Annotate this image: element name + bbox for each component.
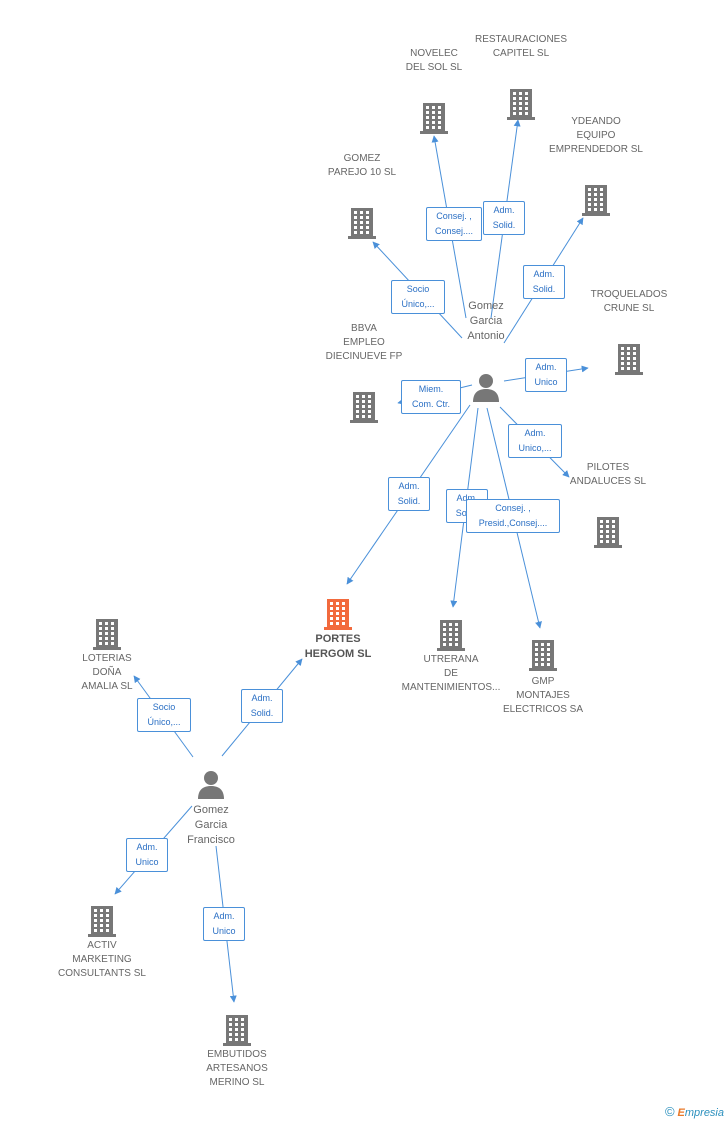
building-icon: [593, 514, 623, 553]
edge-label-francisco-embutidos[interactable]: Adm. Unico: [203, 907, 245, 941]
building-icon: [92, 616, 122, 655]
edge-label-francisco-portes[interactable]: Adm. Solid.: [241, 689, 283, 723]
edge-label-francisco-loterias[interactable]: Socio Único,...: [137, 698, 191, 732]
footer-brand: ©Empresia: [665, 1104, 724, 1119]
company-node-loterias[interactable]: LOTERIAS DOÑA AMALIA SL: [42, 615, 172, 692]
node-label: PILOTES ANDALUCES SL: [569, 462, 647, 487]
company-node-activ[interactable]: ACTIV MARKETING CONSULTANTS SL: [37, 902, 167, 979]
edge-label-antonio-ydeando[interactable]: Adm. Solid.: [523, 265, 565, 299]
company-node-embutidos[interactable]: EMBUTIDOS ARTESANOS MERINO SL: [172, 1011, 302, 1088]
building-icon: [436, 617, 466, 656]
node-label: RESTAURACIONES CAPITEL SL: [474, 34, 568, 59]
node-label: GOMEZ PAREJO 10 SL: [327, 153, 397, 178]
node-label: NOVELEC DEL SOL SL: [405, 48, 463, 73]
company-node-utrerana[interactable]: UTRERANA DE MANTENIMIENTOS...: [386, 616, 516, 693]
node-label: PORTES HERGOM SL: [304, 633, 372, 660]
node-label: ACTIV MARKETING CONSULTANTS SL: [58, 940, 146, 979]
node-label: BBVA EMPLEO DIECINUEVE FP: [325, 323, 403, 362]
node-label: UTRERANA DE MANTENIMIENTOS...: [401, 654, 501, 693]
building-icon: [87, 903, 117, 942]
edge-label-antonio-portes[interactable]: Adm. Solid.: [388, 477, 430, 511]
building-icon: [614, 341, 644, 380]
company-node-bbva[interactable]: BBVA EMPLEO DIECINUEVE FP: [299, 323, 429, 423]
edge-label-antonio-novelec[interactable]: Consej. , Consej....: [426, 207, 482, 241]
company-node-gomez-parejo[interactable]: GOMEZ PAREJO 10 SL: [297, 153, 427, 239]
building-icon: [323, 596, 353, 635]
edge-label-antonio-gmp[interactable]: Consej. , Presid.,Consej....: [466, 499, 560, 533]
brand-initial: E: [677, 1107, 685, 1119]
building-icon: [419, 100, 449, 139]
node-label: Gomez Garcia Francisco: [187, 804, 235, 846]
edge-label-antonio-troquelados[interactable]: Adm. Unico: [525, 358, 567, 392]
person-node-francisco[interactable]: Gomez Garcia Francisco: [146, 768, 276, 846]
node-label: GMP MONTAJES ELECTRICOS SA: [502, 676, 584, 715]
building-icon: [349, 389, 379, 428]
edge-label-francisco-activ[interactable]: Adm. Unico: [126, 838, 168, 872]
edge-label-antonio-pilotes[interactable]: Adm. Unico,...: [508, 424, 562, 458]
copyright-symbol: ©: [664, 1104, 675, 1119]
company-node-novelec[interactable]: NOVELEC DEL SOL SL: [369, 48, 499, 134]
edge-label-antonio-gomez-parejo[interactable]: Socio Único,...: [391, 280, 445, 314]
edge-label-antonio-restauraciones[interactable]: Adm. Solid.: [483, 201, 525, 235]
building-icon: [581, 182, 611, 221]
building-icon: [528, 637, 558, 676]
node-label: YDEANDO EQUIPO EMPRENDEDOR SL: [549, 116, 643, 155]
person-node-antonio[interactable]: Gomez Garcia Antonio: [421, 300, 551, 407]
brand-name: mpresia: [684, 1107, 724, 1119]
edge-label-antonio-bbva[interactable]: Miem. Com. Ctr.: [401, 380, 461, 414]
person-icon: [471, 372, 501, 407]
company-node-pilotes[interactable]: PILOTES ANDALUCES SL: [543, 462, 673, 548]
building-icon: [347, 205, 377, 244]
company-node-restauraciones[interactable]: RESTAURACIONES CAPITEL SL: [456, 34, 586, 120]
company-node-troquelados[interactable]: TROQUELADOS CRUNE SL: [564, 289, 694, 375]
building-icon: [506, 86, 536, 125]
building-icon: [222, 1012, 252, 1051]
node-label: Gomez Garcia Antonio: [467, 300, 505, 342]
node-label: TROQUELADOS CRUNE SL: [590, 289, 668, 314]
company-node-ydeando[interactable]: YDEANDO EQUIPO EMPRENDEDOR SL: [531, 116, 661, 216]
company-node-gmp[interactable]: GMP MONTAJES ELECTRICOS SA: [478, 636, 608, 715]
node-label: LOTERIAS DOÑA AMALIA SL: [81, 653, 133, 692]
person-icon: [196, 769, 226, 804]
company-node-portes[interactable]: PORTES HERGOM SL: [273, 595, 403, 660]
node-label: EMBUTIDOS ARTESANOS MERINO SL: [206, 1049, 268, 1088]
